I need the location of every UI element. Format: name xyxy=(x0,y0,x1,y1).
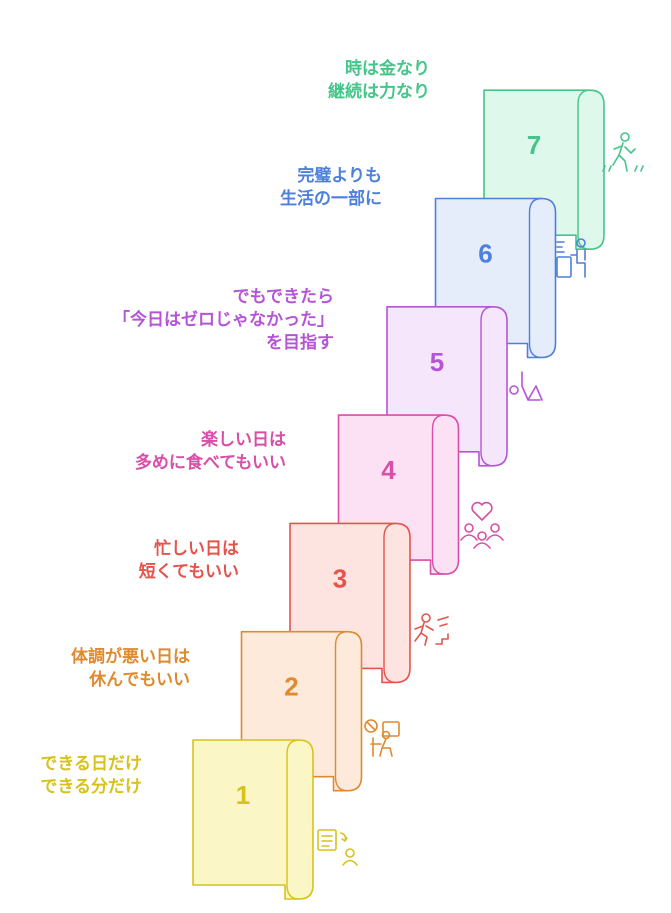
walking-person-icon xyxy=(602,132,644,172)
step-1-scroll: 1 xyxy=(192,739,314,900)
step-4-line-1: 楽しい日は xyxy=(201,430,286,450)
step-5-line-3: を目指す xyxy=(266,333,334,353)
step-6-label: 完璧よりも 生活の一部に xyxy=(280,165,382,211)
step-3-line-2: 短くてもいい xyxy=(138,562,239,582)
step-7-curl xyxy=(577,89,591,250)
step-1-label: できる日だけ できる分だけ xyxy=(40,753,142,799)
step-5-number: 5 xyxy=(430,347,444,377)
step-4-curl xyxy=(431,414,445,575)
step-6-number: 6 xyxy=(478,239,492,269)
step-3-number: 3 xyxy=(333,563,347,593)
step-2-label: 体調が悪い日は 休んでもいい xyxy=(71,646,190,692)
step-4-label: 楽しい日は 多めに食べてもいい xyxy=(135,429,286,475)
stretching-person-icon xyxy=(509,371,543,401)
step-5-line-1: でもできたら xyxy=(232,287,334,307)
step-6-line-1: 完璧よりも xyxy=(297,166,382,186)
step-7-number: 7 xyxy=(527,130,541,160)
step-3-line-1: 忙しい日は xyxy=(154,539,239,559)
desk-work-icon xyxy=(556,238,586,278)
step-7-line-1: 時は金なり xyxy=(345,59,430,79)
step-1-number: 1 xyxy=(236,780,250,810)
step-3-curl xyxy=(383,522,397,684)
step-1-line-2: できる分だけ xyxy=(40,777,142,797)
step-1-line-1: できる日だけ xyxy=(40,754,142,774)
step-2-curl xyxy=(334,631,348,792)
step-3-label: 忙しい日は 短くてもいい xyxy=(139,538,239,584)
step-2-line-2: 休んでもいい xyxy=(89,670,190,690)
step-2-line-1: 体調が悪い日は xyxy=(71,647,190,667)
step-1-sheet xyxy=(192,739,314,900)
step-5-curl xyxy=(480,306,494,467)
schedule-person-icon xyxy=(317,829,358,866)
step-5-label: でもできたら 「今日はゼロじゃなかった」 を目指す xyxy=(113,286,334,355)
sharing-love-icon xyxy=(460,501,504,549)
step-2-number: 2 xyxy=(284,672,298,702)
step-4-number: 4 xyxy=(381,455,396,485)
hurrying-person-icon xyxy=(414,613,449,646)
rest-at-desk-icon xyxy=(364,719,400,757)
step-1-curl xyxy=(286,739,300,900)
step-7-label: 時は金なり 継続は力なり xyxy=(328,58,430,104)
step-7-line-2: 継続は力なり xyxy=(328,82,430,102)
step-4-line-2: 多めに食べてもいい xyxy=(134,453,286,473)
step-6-curl xyxy=(528,197,542,359)
step-6-line-2: 生活の一部に xyxy=(280,189,382,209)
step-5-line-2: 「今日はゼロじゃなかった」 xyxy=(113,310,334,330)
